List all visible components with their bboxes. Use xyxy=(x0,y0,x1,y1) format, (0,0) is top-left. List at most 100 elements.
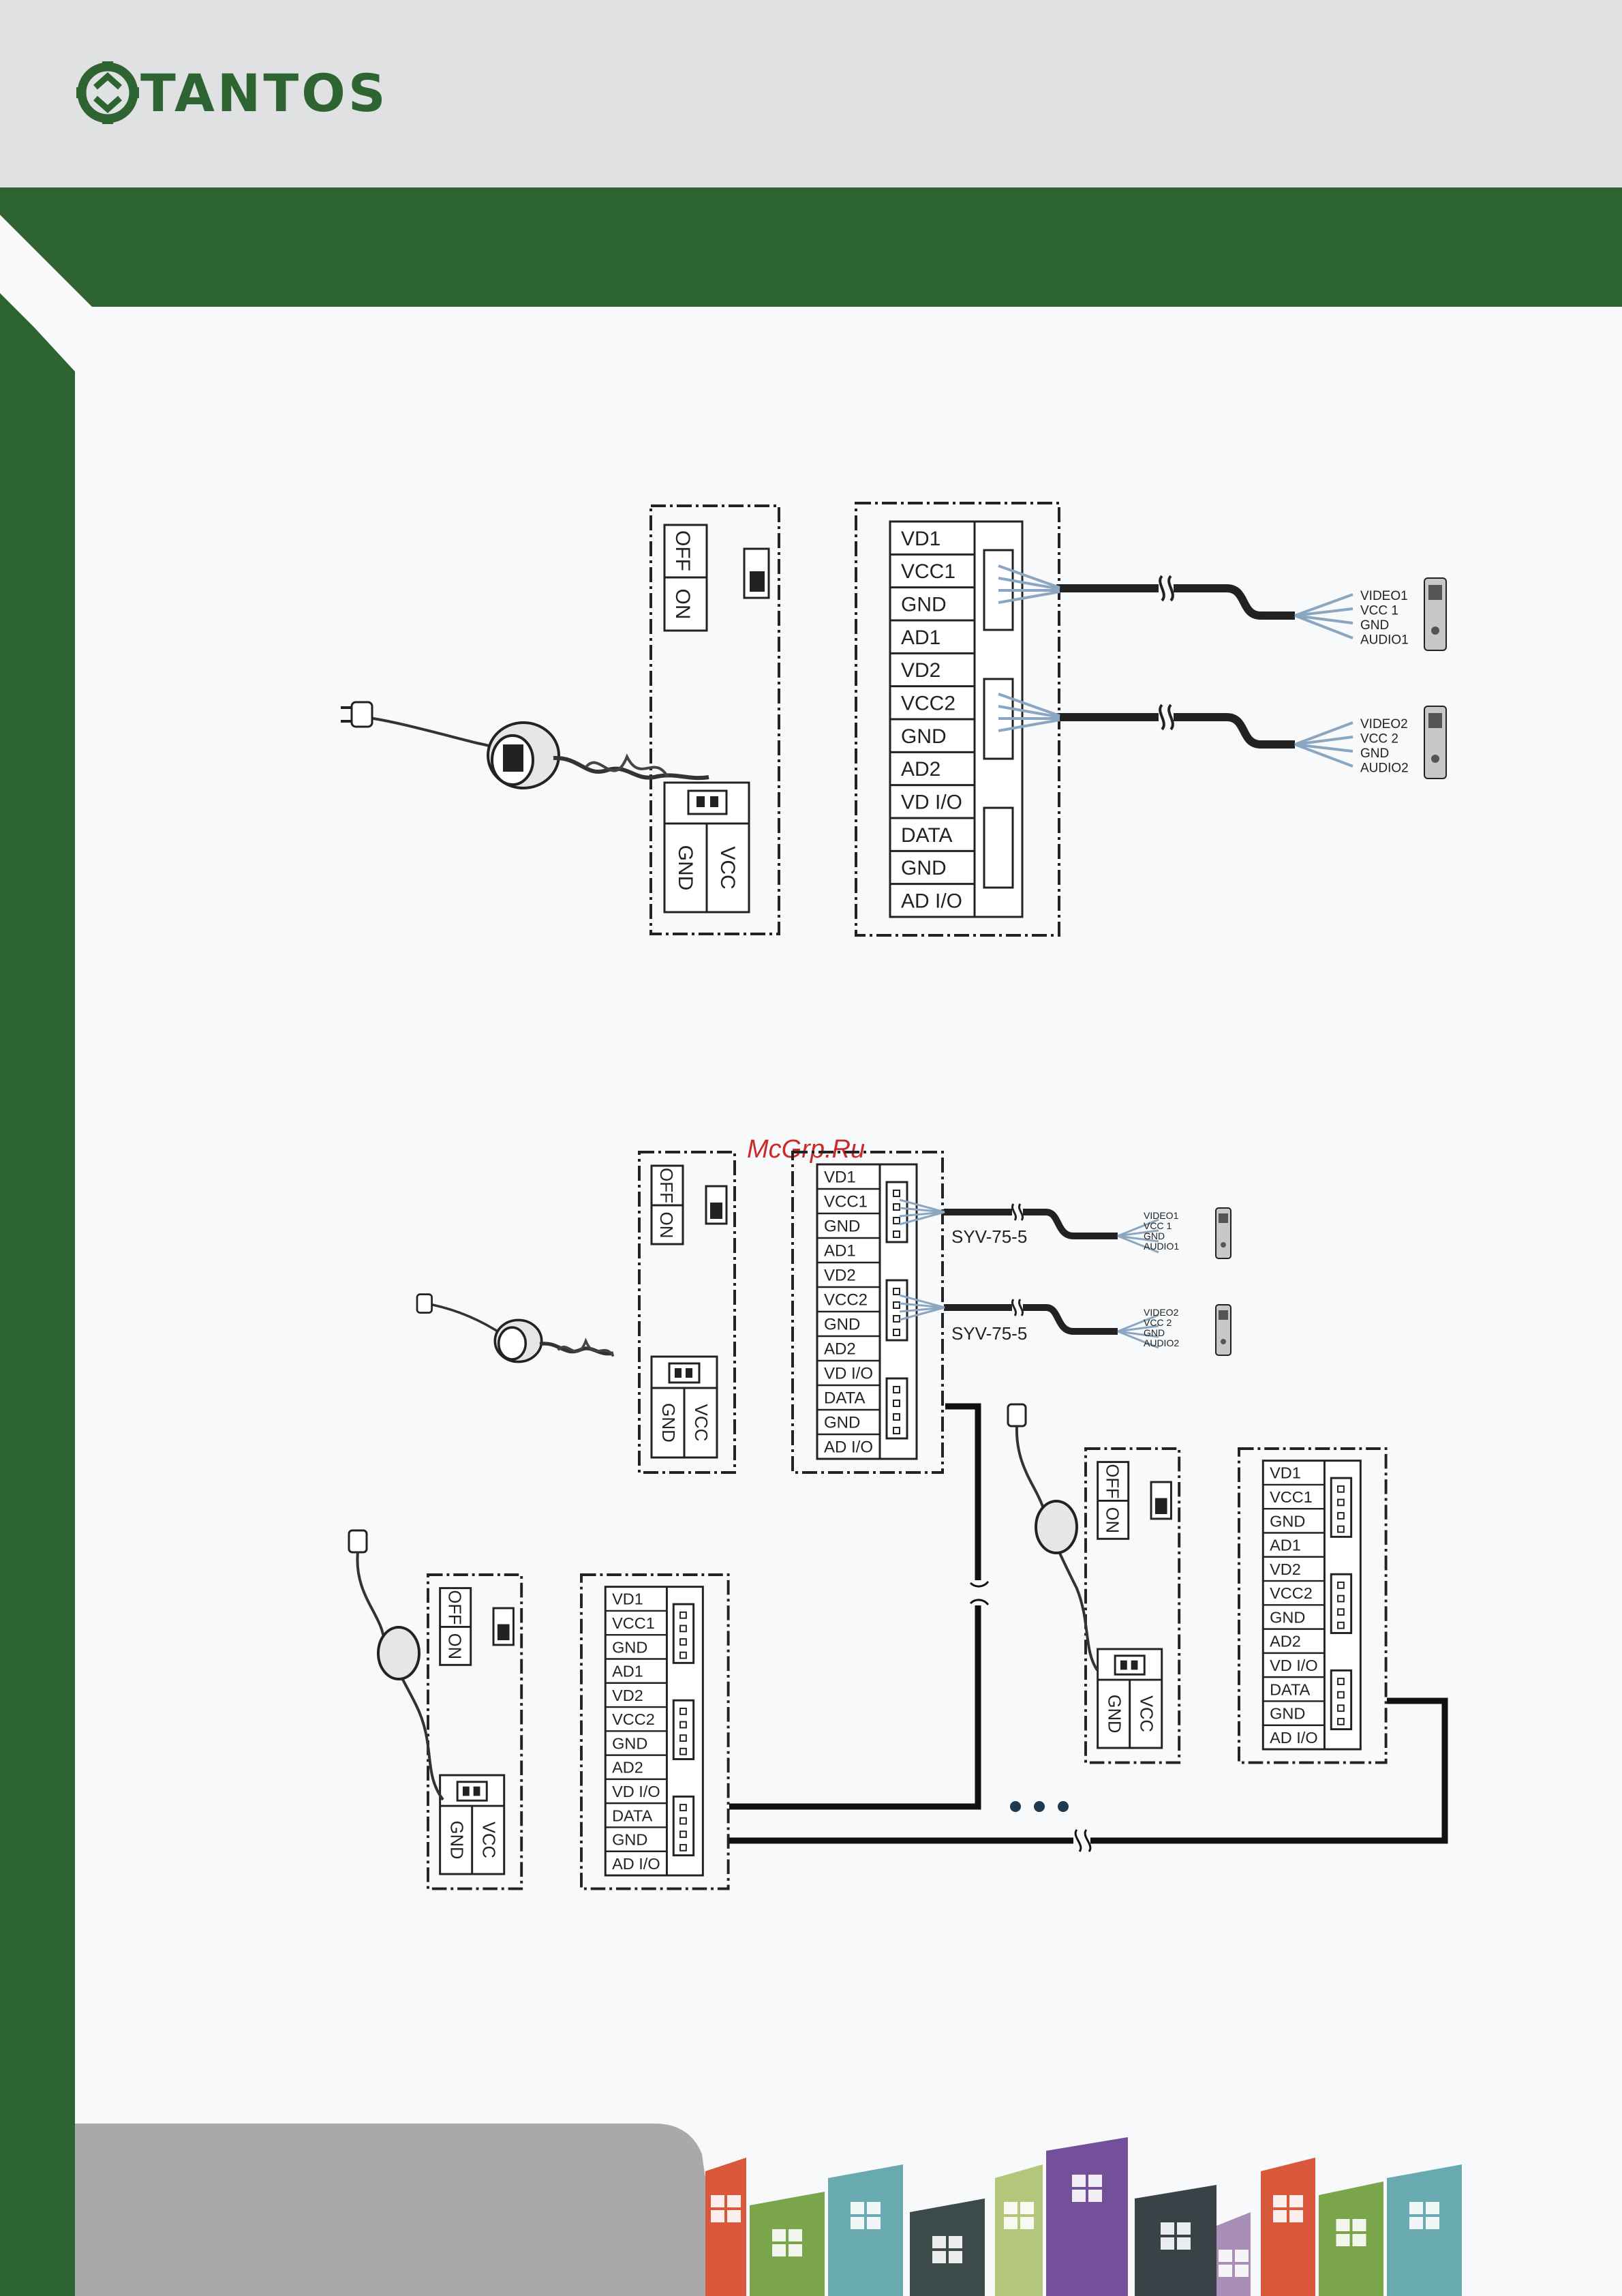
terminal-label: VCC2 xyxy=(1270,1584,1313,1602)
terminal-label: GND xyxy=(1270,1512,1305,1530)
terminal-label: VCC1 xyxy=(1270,1488,1313,1506)
building-illustration xyxy=(1261,2158,1315,2296)
building-illustration xyxy=(1387,2164,1462,2296)
terminal-label: VD1 xyxy=(1270,1464,1301,1482)
terminal-label: AD I/O xyxy=(824,1438,873,1457)
doorbell-1-icon xyxy=(1424,577,1447,651)
terminal-label: VCC2 xyxy=(901,692,955,714)
doorbell-2-icon xyxy=(1424,706,1447,779)
footer-illustration xyxy=(75,2124,1462,2296)
terminal-label: VCC2 xyxy=(824,1291,868,1310)
doorbell-wire-label: VCC 2 xyxy=(1144,1317,1172,1328)
building-illustration xyxy=(995,2164,1043,2296)
terminal-label: AD1 xyxy=(1270,1537,1301,1554)
terminal-label: GND xyxy=(612,1638,647,1656)
green-side-bar xyxy=(0,293,75,2296)
doorbell-wire-label: VCC 1 xyxy=(1144,1220,1172,1231)
cable-1 xyxy=(1056,584,1295,620)
doorbell-wire-label: AUDIO2 xyxy=(1360,761,1409,776)
terminal-label: VCC2 xyxy=(612,1710,655,1728)
cable-break-icon xyxy=(1011,1203,1024,1221)
terminal-label: VCC1 xyxy=(824,1193,868,1211)
doorbell-wire-label: GND xyxy=(1144,1230,1165,1241)
terminal-label: VCC1 xyxy=(612,1614,655,1632)
header-band xyxy=(0,0,1622,187)
terminal-label: VD2 xyxy=(824,1267,856,1285)
cable xyxy=(944,1209,1118,1239)
doorbell-wire-label: VCC 1 xyxy=(1360,604,1398,618)
watermark: McGrp.Ru xyxy=(747,1135,865,1164)
power-plug-icon xyxy=(348,1529,444,1801)
power-switch-icon xyxy=(743,547,770,599)
continuation-dot xyxy=(1034,1801,1045,1812)
continuation-dot xyxy=(1010,1801,1021,1812)
power-unit-box xyxy=(649,504,780,935)
switch-on-label: ON xyxy=(671,589,694,620)
bus-line xyxy=(729,1403,981,1810)
terminal-label: AD2 xyxy=(1270,1633,1301,1650)
terminal-label: DATA xyxy=(612,1807,653,1824)
logo-emblem-icon xyxy=(76,61,139,124)
terminal-label: VD1 xyxy=(824,1168,856,1187)
terminal-vcc-label: VCC xyxy=(478,1822,498,1858)
building-illustration xyxy=(828,2164,903,2296)
switch-off-label: OFF xyxy=(656,1168,677,1203)
switch-on-label: ON xyxy=(656,1212,677,1239)
terminal-gnd-label: GND xyxy=(674,845,697,891)
terminal-label: VCC1 xyxy=(901,560,955,583)
terminal-label: GND xyxy=(901,857,947,879)
terminal-label: GND xyxy=(824,1414,860,1432)
doorbell-wire-label: AUDIO1 xyxy=(1360,633,1409,648)
terminal-gnd-label: GND xyxy=(658,1403,679,1442)
doorbell-wire-label: AUDIO1 xyxy=(1144,1241,1179,1252)
doorbell-wire-label: AUDIO2 xyxy=(1144,1338,1179,1348)
terminal-label: AD2 xyxy=(824,1340,856,1359)
cable-break-icon xyxy=(969,1581,990,1605)
terminal-label: AD1 xyxy=(901,626,940,649)
terminal-label: GND xyxy=(612,1831,647,1849)
terminal-label: GND xyxy=(1270,1705,1305,1723)
cable-break-icon xyxy=(1074,1829,1092,1852)
terminal-label: AD1 xyxy=(612,1663,643,1680)
building-illustration xyxy=(1046,2137,1128,2296)
terminal-label: AD2 xyxy=(901,758,940,781)
power-adapter-icon xyxy=(416,1293,615,1363)
terminal-label: VD2 xyxy=(612,1687,643,1704)
doorbell-wire-label: VIDEO2 xyxy=(1360,717,1408,731)
tantos-logo: TANTOS xyxy=(76,61,388,124)
terminal-label: AD I/O xyxy=(612,1855,660,1873)
doorbell-wire-label: GND xyxy=(1144,1327,1165,1338)
cable-2 xyxy=(1056,713,1295,749)
terminal-label: DATA xyxy=(1270,1680,1311,1698)
doorbell-wire-label: GND xyxy=(1360,618,1389,633)
terminal-label: GND xyxy=(1270,1608,1305,1626)
terminal-label: VD1 xyxy=(901,528,940,550)
switch-on-label: ON xyxy=(444,1633,463,1659)
terminal-label: DATA xyxy=(901,824,953,847)
terminal-label: VD I/O xyxy=(612,1783,660,1800)
brand-name: TANTOS xyxy=(140,63,388,123)
power-plug-icon xyxy=(341,701,512,765)
terminal-label: AD2 xyxy=(612,1759,643,1777)
terminal-label: DATA xyxy=(824,1389,865,1408)
terminal-label: VD2 xyxy=(1270,1560,1301,1578)
power-unit: OFF ON GND VCC xyxy=(638,1151,736,1474)
continuation-dot xyxy=(1058,1801,1069,1812)
switch-off-label: OFF xyxy=(444,1590,463,1625)
terminal-label: VD2 xyxy=(901,659,940,682)
terminal-gnd-label: GND xyxy=(1104,1695,1123,1734)
terminal-label: GND xyxy=(901,593,947,616)
terminal-vcc-label: VCC xyxy=(691,1404,711,1442)
cable-label: SYV-75-5 xyxy=(951,1323,1027,1344)
doorbell-wire-label: VIDEO2 xyxy=(1144,1307,1179,1318)
switch-off-label: OFF xyxy=(671,530,694,571)
